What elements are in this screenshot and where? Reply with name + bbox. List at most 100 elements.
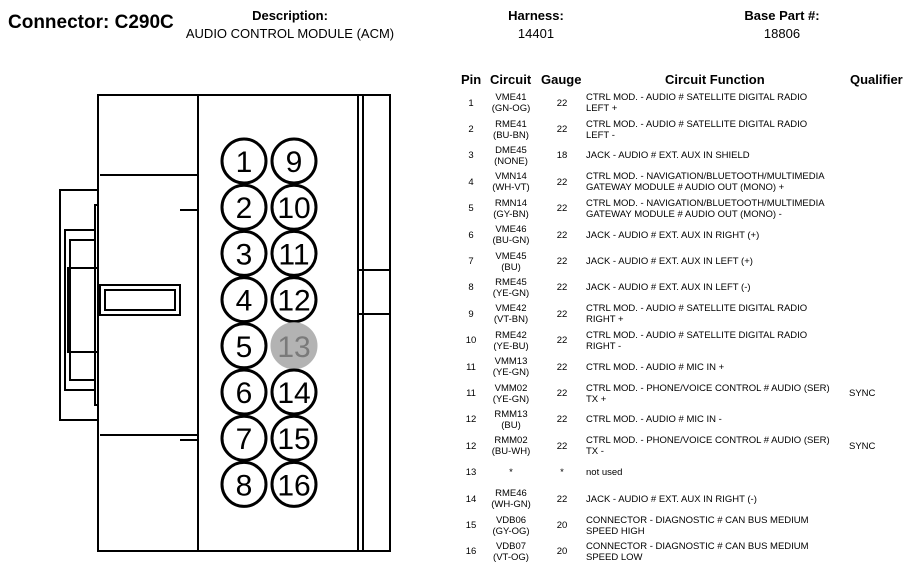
gauge-cell: 22 — [556, 440, 568, 452]
qualifier-cell: SYNC — [849, 388, 876, 400]
gauge-cell: 22 — [556, 256, 568, 268]
pin-15: 15 — [270, 414, 318, 462]
qualifier-cell: SYNC — [849, 440, 876, 452]
pin-circle — [220, 229, 268, 277]
qualifier-cell — [849, 301, 909, 327]
pin-cell: 3 — [468, 150, 474, 162]
function-cell: CTRL MOD. - AUDIO # SATELLITE DIGITAL RA… — [586, 329, 808, 352]
circuit-cell: * — [509, 467, 513, 479]
col-header-circuit: Circuit — [490, 72, 532, 87]
pin-number: 5 — [236, 331, 253, 364]
function-cell: CTRL MOD. - NAVIGATION/BLUETOOTH/MULTIME… — [586, 171, 825, 194]
function-cell: not used — [586, 467, 623, 479]
gauge-cell: 22 — [556, 203, 568, 215]
harness-value: 14401 — [517, 26, 555, 41]
pin-cell: 4 — [468, 176, 474, 188]
circuit-cell: VMM13(YE-GN) — [492, 356, 530, 379]
description-block: Description: AUDIO CONTROL MODULE (ACM) — [170, 8, 410, 41]
circuit-cell: RME42(YE-BU) — [493, 329, 529, 352]
gauge-cell: 18 — [556, 150, 568, 162]
col-header-qualifier: Qualifier — [850, 72, 903, 87]
pin-circle — [220, 368, 268, 416]
pin-3: 3 — [220, 229, 268, 277]
pin-9: 9 — [270, 137, 318, 185]
pin-number: 14 — [277, 377, 310, 410]
pin-circle — [220, 276, 268, 324]
pin-cell: 12 — [465, 414, 477, 426]
pin-number: 6 — [236, 377, 253, 410]
pin-circle — [270, 183, 318, 231]
pin-number: 11 — [278, 238, 309, 271]
circuit-cell: RME41(BU-BN) — [493, 118, 529, 141]
table-row: 1 VME41(GN-OG) 22 CTRL MOD. - AUDIO # SATEL… — [455, 90, 910, 116]
pin-number: 15 — [277, 423, 310, 456]
pin-number: 9 — [286, 146, 303, 179]
function-cell: JACK - AUDIO # EXT. AUX IN LEFT (+) — [586, 256, 753, 268]
pin-cell: 11 — [466, 388, 476, 400]
qualifier-cell — [849, 116, 909, 142]
pin-4: 4 — [220, 276, 268, 324]
circuit-cell: VME41(GN-OG) — [491, 92, 531, 115]
pin-circle — [220, 137, 268, 185]
gauge-cell: 20 — [556, 546, 568, 558]
connector-housing — [59, 94, 391, 552]
function-cell: CTRL MOD. - AUDIO # MIC IN - — [586, 414, 722, 426]
pin-1: 1 — [220, 137, 268, 185]
qualifier-cell — [849, 143, 909, 169]
pin-circle — [220, 183, 268, 231]
circuit-cell: VME42(VT-BN) — [493, 303, 529, 326]
pin-number: 2 — [236, 192, 253, 225]
qualifier-cell — [849, 486, 909, 512]
pin-6: 6 — [220, 368, 268, 416]
circuit-cell: RMM13(BU) — [494, 408, 528, 431]
pin-circle — [220, 322, 268, 370]
pin-number: 7 — [236, 423, 253, 456]
gauge-cell: 22 — [556, 308, 568, 320]
qualifier-cell — [849, 354, 909, 380]
col-header-circuit-function: Circuit Function — [665, 72, 765, 87]
circuit-cell: RMM02(BU-WH) — [491, 435, 531, 458]
gauge-cell: 22 — [556, 176, 568, 188]
function-cell: JACK - AUDIO # EXT. AUX IN RIGHT (+) — [586, 229, 760, 241]
base-part-value: 18806 — [763, 26, 801, 41]
pin-8: 8 — [220, 460, 268, 508]
pin-cell: 5 — [468, 203, 474, 215]
pin-cell: 8 — [468, 282, 474, 294]
base-part-block: Base Part #: 18806 — [722, 8, 842, 41]
pin-circle — [270, 368, 318, 416]
pin-number: 1 — [236, 146, 253, 179]
pin-number: 8 — [236, 469, 253, 502]
function-cell: JACK - AUDIO # EXT. AUX IN RIGHT (-) — [586, 493, 757, 505]
function-cell: CTRL MOD. - AUDIO # MIC IN + — [586, 361, 725, 373]
function-cell: CTRL MOD. - NAVIGATION/BLUETOOTH/MULTIME… — [586, 197, 825, 220]
pin-number: 10 — [277, 192, 310, 225]
pin-13: 13 — [270, 322, 318, 370]
pin-cell: 1 — [468, 97, 474, 109]
function-cell: CTRL MOD. - AUDIO # SATELLITE DIGITAL RA… — [586, 92, 808, 115]
gauge-cell: 22 — [556, 414, 568, 426]
qualifier-cell — [849, 90, 909, 116]
col-header-pin: Pin — [461, 72, 482, 87]
pin-number: 12 — [277, 285, 310, 318]
qualifier-cell — [849, 512, 909, 538]
base-part-label: Base Part #: — [744, 8, 820, 23]
pin-number: 13 — [277, 331, 310, 364]
qualifier-cell — [849, 407, 909, 433]
function-cell: JACK - AUDIO # EXT. AUX IN LEFT (-) — [586, 282, 751, 294]
connector-title: Connector: C290C — [8, 12, 174, 33]
circuit-cell: RME46(WH-GN) — [491, 488, 531, 511]
qualifier-cell — [849, 222, 909, 248]
gauge-cell: 22 — [556, 97, 568, 109]
pin-12: 12 — [270, 276, 318, 324]
pin-cell: 2 — [468, 124, 474, 136]
pin-number: 3 — [236, 238, 253, 271]
